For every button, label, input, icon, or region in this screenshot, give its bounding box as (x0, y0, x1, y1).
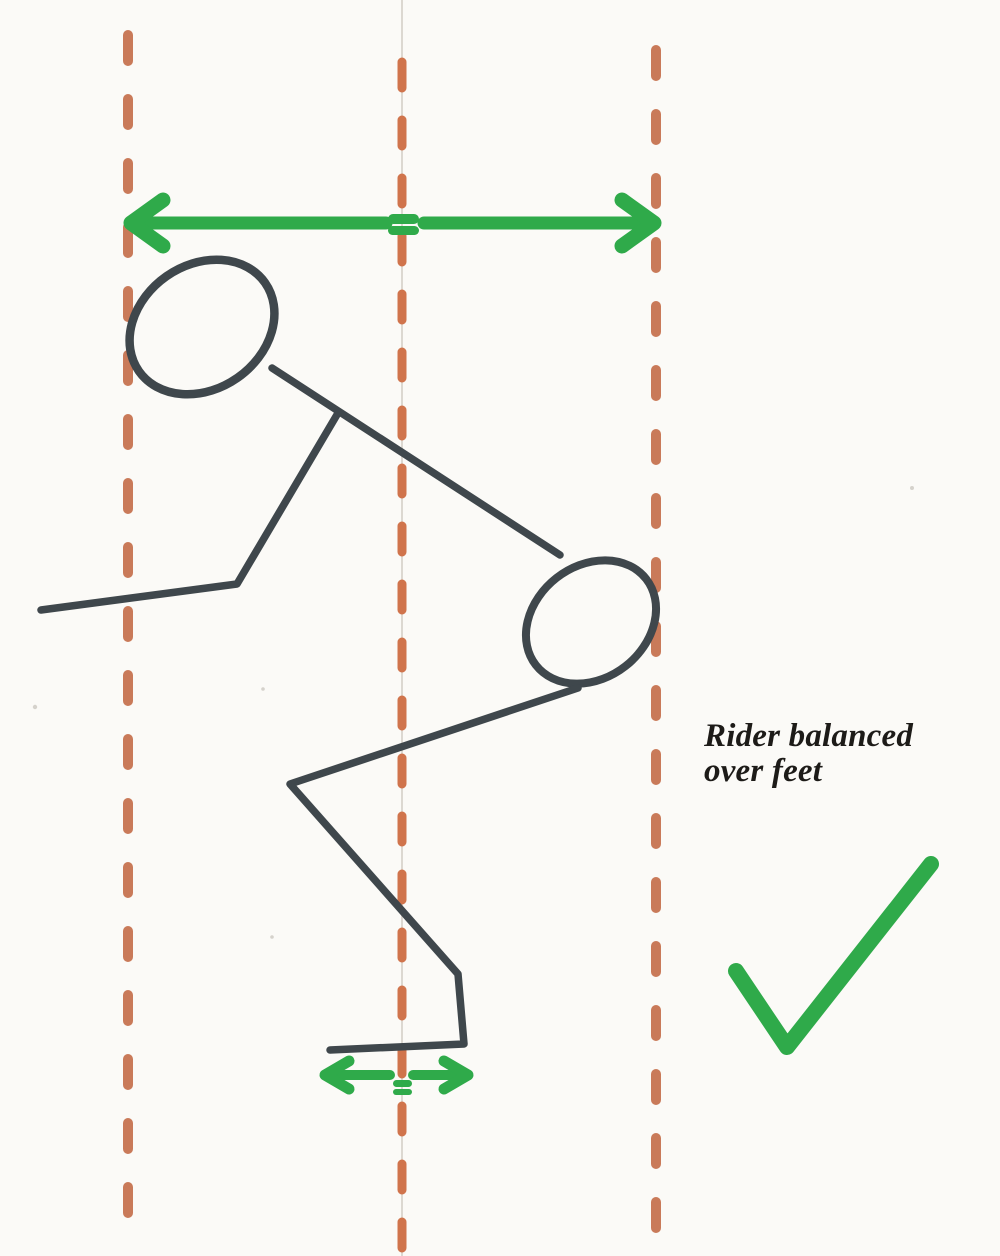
bottom-width-arrow (319, 1055, 474, 1095)
paper-speck (261, 687, 265, 691)
checkmark-icon (728, 856, 939, 1055)
annotation-text: Rider balanced over feet (704, 719, 913, 789)
bottom-equals-mark-upper (393, 1080, 412, 1087)
paper-speck (910, 486, 914, 490)
figure-torso (268, 364, 564, 559)
top-equals-mark-upper (388, 214, 419, 224)
guide-lines (123, 30, 661, 1255)
figure-leg-foot (286, 684, 582, 1054)
top-width-arrow (123, 192, 662, 254)
paper-specks (32, 486, 914, 939)
left-arrowhead-icon (123, 192, 171, 254)
figure-head (125, 255, 279, 399)
top-equals-mark-lower (388, 226, 419, 235)
bottom-equals-mark-lower (393, 1089, 412, 1095)
right-arrowhead-icon (438, 1055, 474, 1095)
annotation-line2: over feet (704, 753, 823, 789)
stick-figure (37, 255, 661, 1054)
annotation-line1: Rider balanced (704, 718, 914, 754)
paper-speck (32, 704, 38, 710)
right-arrowhead-icon (614, 192, 662, 254)
paper-speck (270, 935, 274, 939)
figure-arm (37, 409, 342, 614)
left-arrowhead-icon (319, 1055, 355, 1095)
figure-seat (521, 556, 661, 688)
